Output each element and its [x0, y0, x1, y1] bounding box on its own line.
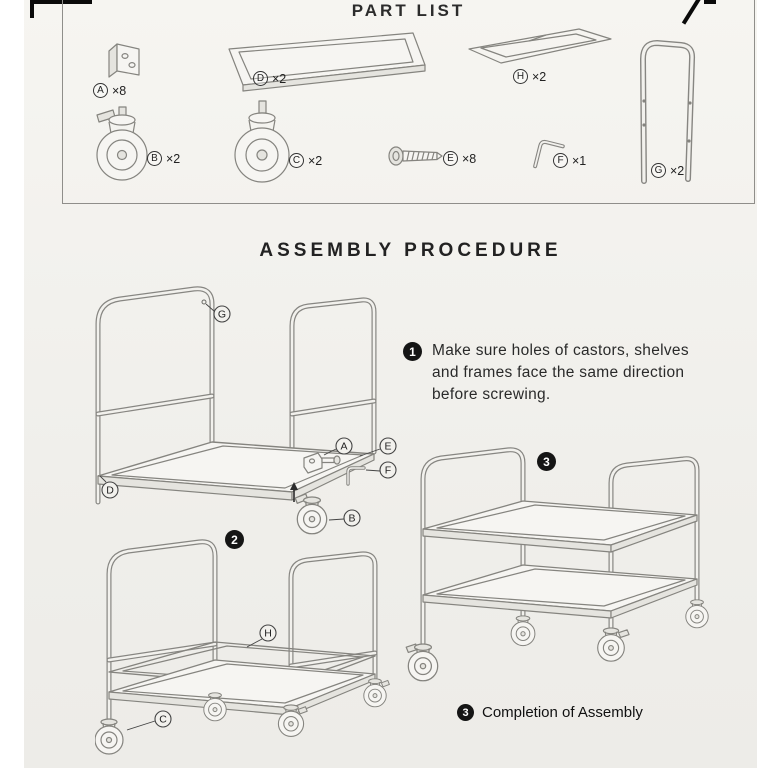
callout-h: H	[246, 624, 277, 648]
svg-text:C: C	[159, 714, 167, 726]
left-handle	[420, 447, 526, 646]
step2-badge: 2	[225, 530, 244, 549]
svg-text:A: A	[340, 441, 347, 453]
caster	[510, 615, 536, 647]
right-handle	[608, 456, 700, 630]
part-label-b: B ×2	[147, 151, 180, 166]
scan-artifact	[30, 0, 34, 18]
part-list-section: PART LIST A ×8 D ×2 H	[62, 0, 755, 204]
left-handle	[95, 286, 215, 505]
caster	[203, 692, 227, 722]
part-label-d: D ×2	[253, 71, 286, 86]
part-qty-e: ×8	[462, 151, 477, 166]
lower-shelf	[108, 659, 376, 716]
step3-completed-cart-drawing	[405, 447, 709, 682]
part-qty-f: ×1	[572, 153, 587, 168]
part-letter-e: E	[443, 151, 458, 166]
part-label-a: A ×8	[93, 83, 126, 98]
bottom-shelf	[422, 564, 698, 619]
callout-a: A	[323, 437, 353, 456]
part-label-f: F ×1	[553, 153, 586, 168]
part-label-g: G ×2	[651, 163, 684, 178]
handle-frame-drawing	[640, 40, 696, 184]
svg-text:D: D	[106, 485, 114, 497]
svg-text:G: G	[218, 309, 226, 321]
svg-text:H: H	[264, 628, 272, 640]
exploded-bracket	[303, 452, 341, 474]
caster-brake-drawing	[96, 106, 148, 181]
part-list-title: PART LIST	[351, 1, 466, 20]
right-handle	[289, 297, 377, 487]
step2-cart-drawing: H C	[95, 539, 390, 755]
caster	[685, 599, 709, 629]
instruction-sheet: PART LIST A ×8 D ×2 H	[24, 0, 757, 768]
callout-c: C	[126, 710, 172, 731]
step1-frame-drawing: G D A E	[95, 286, 397, 535]
part-label-h: H ×2	[513, 69, 546, 84]
part-label-c: C ×2	[289, 153, 322, 168]
exploded-caster	[294, 493, 328, 535]
part-letter-h: H	[513, 69, 528, 84]
scan-artifact	[704, 0, 716, 4]
callout-e: E	[359, 437, 397, 457]
part-qty-g: ×2	[670, 163, 685, 178]
callout-d: D	[99, 475, 119, 499]
allen-key-drawing	[533, 139, 565, 169]
corner-bracket-drawing	[108, 43, 140, 78]
part-letter-b: B	[147, 151, 162, 166]
step1-badge: 1	[403, 342, 422, 361]
caster-with-brake	[405, 643, 439, 682]
svg-text:E: E	[384, 441, 391, 453]
shelf-panel-drawing	[228, 32, 426, 92]
shelf	[97, 441, 375, 501]
part-qty-a: ×8	[112, 83, 127, 98]
caster-with-brake	[363, 678, 390, 708]
exploded-allen-key	[346, 466, 366, 486]
callout-g: G	[205, 303, 231, 323]
assembly-title: ASSEMBLY PROCEDURE	[259, 240, 562, 261]
caster	[95, 718, 124, 755]
scan-artifact	[30, 0, 92, 4]
insert-arrow-icon	[290, 482, 298, 502]
part-letter-d: D	[253, 71, 268, 86]
part-letter-c: C	[289, 153, 304, 168]
caster-with-brake	[277, 704, 308, 737]
completion-badge: 3	[457, 704, 474, 721]
part-letter-a: A	[93, 83, 108, 98]
callout-f: F	[365, 461, 397, 479]
screw-drawing	[388, 146, 443, 166]
step1-text: Make sure holes of castors, shelves and …	[432, 342, 689, 403]
part-qty-d: ×2	[272, 71, 287, 86]
callout-b: B	[328, 509, 361, 527]
caster-drawing	[234, 100, 290, 183]
step1-note: 1 Make sure holes of castors, shelves an…	[403, 340, 753, 406]
shelf-frame-drawing	[468, 28, 612, 64]
part-letter-g: G	[651, 163, 666, 178]
top-shelf	[422, 500, 698, 553]
completion-caption: 3 Completion of Assembly	[457, 704, 643, 721]
part-qty-c: ×2	[308, 153, 323, 168]
svg-text:F: F	[385, 465, 391, 477]
svg-text:B: B	[348, 513, 355, 525]
completion-text: Completion of Assembly	[482, 704, 643, 721]
step3-badge: 3	[537, 452, 556, 471]
part-qty-h: ×2	[532, 69, 547, 84]
caster-with-brake	[597, 627, 630, 662]
part-label-e: E ×8	[443, 151, 476, 166]
part-letter-f: F	[553, 153, 568, 168]
part-qty-b: ×2	[166, 151, 181, 166]
